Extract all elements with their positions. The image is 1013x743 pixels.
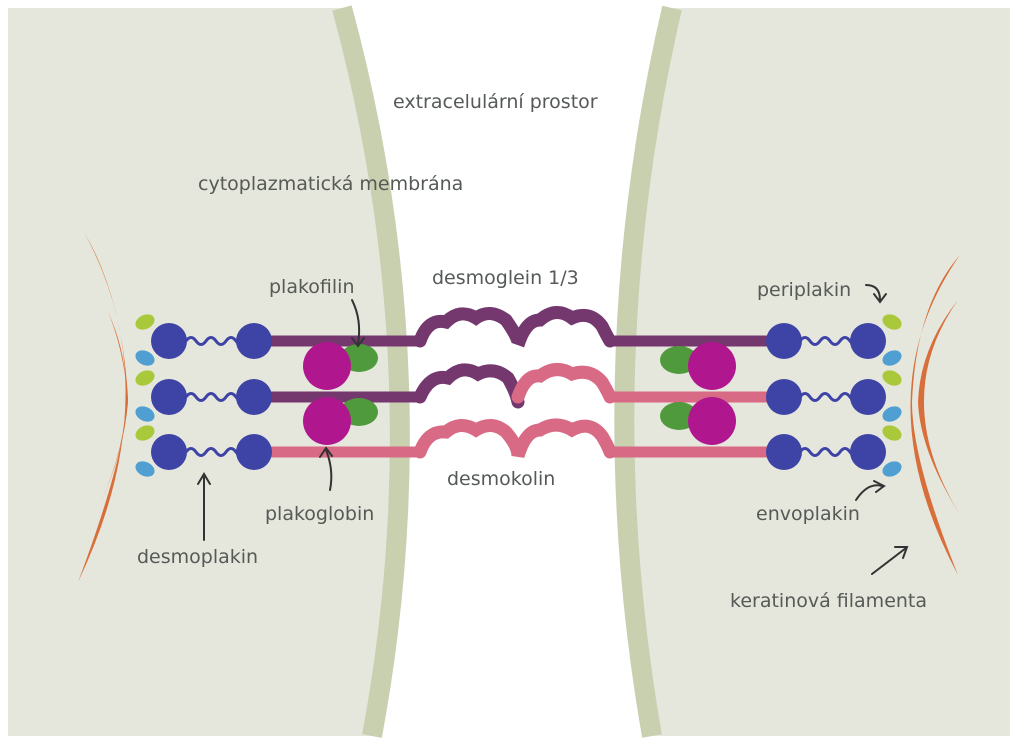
label-desmoglein: desmoglein 1/3 [432,267,579,289]
label-plakophilin: plakofilin [269,276,355,298]
label-extracellular-space: extracelulární prostor [393,91,598,113]
label-plakoglobin: plakoglobin [265,503,374,525]
label-envoplakin: envoplakin [756,503,860,525]
label-keratin-filaments: keratinová filamenta [730,590,927,612]
label-desmocollin: desmokolin [447,468,555,490]
label-periplakin: periplakin [757,279,851,301]
label-cytoplasmic-membrane: cytoplazmatická membrána [198,173,463,195]
label-desmoplakin: desmoplakin [137,546,258,568]
